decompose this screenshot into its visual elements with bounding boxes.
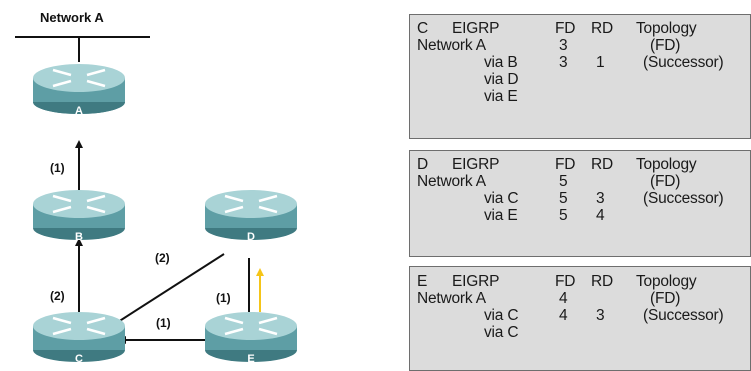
panel-e-rd-header: RD — [591, 273, 613, 290]
panel-d-row-fd: 5 — [559, 173, 568, 190]
router-d-label: D — [247, 231, 255, 243]
panel-c-row-name: Network A — [417, 37, 486, 54]
panel-d-row-rd: 3 — [596, 190, 605, 207]
panel-c-row-rd: 1 — [596, 54, 605, 71]
metric-c-b: (2) — [50, 289, 65, 303]
panel-c-row-fd: 3 — [559, 37, 568, 54]
network-diagram: Network A (1) (2) (2) (1) (1) A B C — [15, 10, 297, 365]
topology-panel-e: E EIGRP FD RD Topology Network A 4 (FD) … — [409, 266, 751, 371]
panel-e-fd-header: FD — [555, 273, 576, 290]
panel-d-row-name: via E — [484, 207, 518, 224]
panel-e-protocol: EIGRP — [452, 273, 500, 290]
metric-c-d: (2) — [155, 251, 170, 265]
panel-d-topology-header: Topology — [636, 156, 697, 173]
panel-c-row-name: via E — [484, 88, 518, 105]
router-a-label: A — [75, 105, 83, 117]
link-c-d — [117, 253, 225, 323]
panel-c-row-name: via D — [484, 71, 519, 88]
panel-c-router: C — [417, 20, 428, 37]
panel-c-topology-header: Topology — [636, 20, 697, 37]
panel-d-fd-header: FD — [555, 156, 576, 173]
panel-d-rd-header: RD — [591, 156, 613, 173]
panel-e-row-name: via C — [484, 307, 519, 324]
router-e-label: E — [247, 353, 254, 365]
panel-e-row-name: via C — [484, 324, 519, 341]
network-a-label: Network A — [40, 10, 104, 25]
panel-c-row-name: via B — [484, 54, 518, 71]
metric-e-c: (1) — [156, 316, 171, 330]
panel-c-row-topology: (Successor) — [643, 54, 724, 71]
panel-e-row-topology: (Successor) — [643, 307, 724, 324]
panel-d-row-name: Network A — [417, 173, 486, 190]
router-c-icon: C — [33, 312, 125, 365]
panel-c-row-topology: (FD) — [650, 37, 681, 54]
topology-panel-d: D EIGRP FD RD Topology Network A 5 (FD) … — [409, 150, 751, 257]
panel-d-row-fd: 5 — [559, 190, 568, 207]
router-c-label: C — [75, 353, 83, 365]
router-a-icon: A — [33, 64, 125, 117]
panel-e-topology-header: Topology — [636, 273, 697, 290]
metric-e-d: (1) — [216, 291, 231, 305]
panel-e-row-name: Network A — [417, 290, 486, 307]
panel-d-router: D — [417, 156, 428, 173]
router-b-label: B — [75, 231, 83, 243]
router-b-icon: B — [33, 190, 125, 243]
panel-d-protocol: EIGRP — [452, 156, 500, 173]
panel-c-fd-header: FD — [555, 20, 576, 37]
panel-e-row-rd: 3 — [596, 307, 605, 324]
topology-panel-c: C EIGRP FD RD Topology Network A 3 (FD) … — [409, 14, 751, 139]
panel-d-row-name: via C — [484, 190, 519, 207]
panel-c-row-fd: 3 — [559, 54, 568, 71]
panel-c-protocol: EIGRP — [452, 20, 500, 37]
panel-d-row-fd: 5 — [559, 207, 568, 224]
router-d-icon: D — [205, 190, 297, 243]
panel-c-rd-header: RD — [591, 20, 613, 37]
metric-b-a: (1) — [50, 161, 65, 175]
panel-d-row-topology: (FD) — [650, 173, 681, 190]
panel-e-row-topology: (FD) — [650, 290, 681, 307]
router-e-icon: E — [205, 312, 297, 365]
panel-d-row-rd: 4 — [596, 207, 605, 224]
panel-d-row-topology: (Successor) — [643, 190, 724, 207]
panel-e-row-fd: 4 — [559, 290, 568, 307]
panel-e-router: E — [417, 273, 428, 290]
panel-e-row-fd: 4 — [559, 307, 568, 324]
